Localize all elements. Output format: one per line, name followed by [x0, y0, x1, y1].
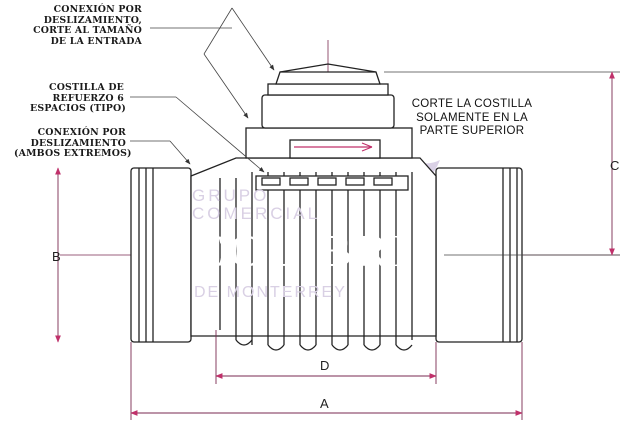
note-line: PARTE SUPERIOR: [419, 125, 525, 137]
watermark-line1: GRUPO: [192, 186, 270, 205]
note-arrow: [294, 142, 373, 152]
callout-slip-connection-cut: CONEXIÓN POR DESLIZAMIENTO, CORTE AL TAM…: [24, 4, 142, 47]
callout-line: CORTE AL TAMAÑO: [33, 25, 142, 36]
dimension-label-d: D: [320, 358, 330, 373]
callout-line: CONEXIÓN POR: [37, 127, 126, 138]
callout-line: (AMBOS EXTREMOS): [14, 148, 132, 159]
left-slip-end: [130, 167, 192, 343]
callout-line: DESLIZAMIENTO: [30, 137, 126, 149]
note-cut-rib-top: CORTE LA COSTILLA SOLAMENTE EN LA PARTE …: [402, 98, 542, 139]
callout-slip-connection-ends: CONEXIÓN POR DESLIZAMIENTO (AMBOS EXTREM…: [14, 127, 132, 160]
dimension-label-a: A: [320, 396, 329, 411]
watermark-brand: COLIBRI: [194, 225, 413, 276]
dimension-label-c: C: [610, 158, 620, 173]
corrugated-body: [190, 157, 437, 351]
callout-line: ESPACIOS (TIPO): [30, 103, 127, 114]
note-line: CORTE LA COSTILLA: [411, 98, 533, 110]
watermark-line3: DE MONTERREY: [194, 284, 347, 301]
callout-line: DESLIZAMIENTO,: [43, 14, 142, 26]
callout-line: REFUERZO 6: [52, 92, 124, 104]
top-neck: [245, 63, 413, 159]
callout-line: COSTILLA DE: [49, 82, 124, 93]
dimension-lines: [55, 71, 615, 420]
callout-reinforcement-rib: COSTILLA DE REFUERZO 6 ESPACIOS (TIPO): [30, 82, 127, 115]
dimension-label-b: B: [52, 249, 61, 264]
watermark-line2: COMERCIAL: [192, 204, 321, 223]
leader-lines: [130, 7, 620, 256]
note-line: SOLAMENTE EN LA: [416, 111, 528, 124]
callout-line: DE LA ENTRADA: [50, 35, 142, 47]
callout-line: CONEXIÓN POR: [53, 4, 142, 15]
